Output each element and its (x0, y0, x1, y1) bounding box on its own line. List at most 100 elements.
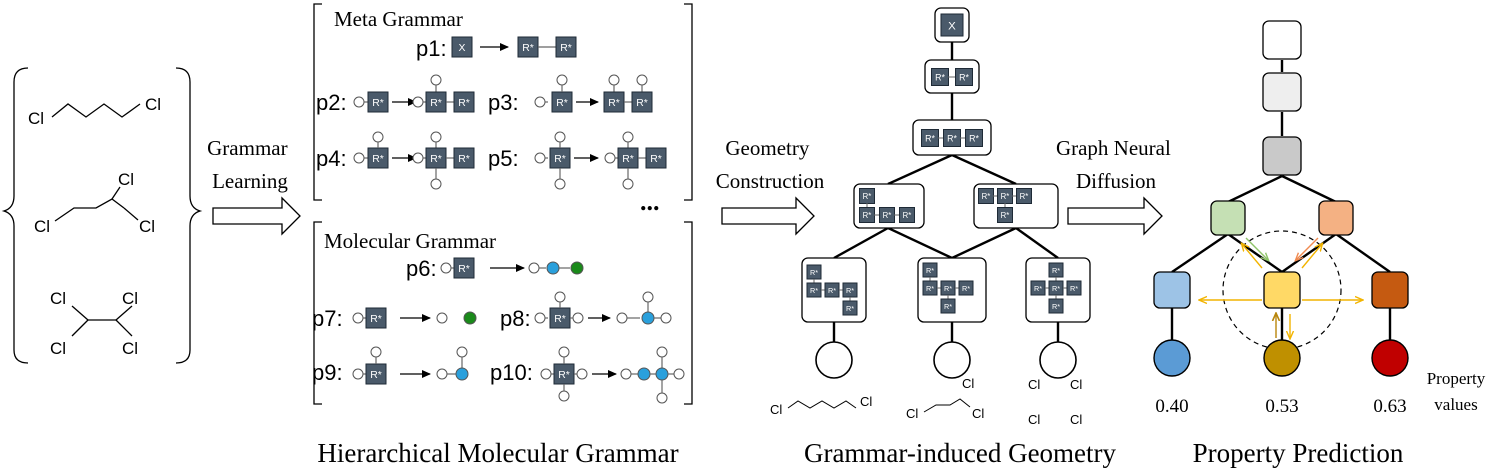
r-star-label: R* (810, 268, 818, 277)
atom-circle (572, 312, 584, 324)
molecule-3-bl-cl: Cl (50, 339, 66, 358)
r-star-label: R* (846, 286, 854, 295)
atom-circle (558, 346, 570, 358)
tree-edge (887, 226, 953, 260)
prediction-level1-node (1262, 72, 1302, 112)
r-star-label: R* (556, 98, 568, 109)
r-star-box (899, 207, 915, 223)
atom-circle (412, 152, 424, 164)
property-values-caption-line1: Property (1427, 369, 1486, 388)
prediction-leaf-3 (1371, 339, 1409, 377)
molecule-3: Cl Cl Cl Cl (50, 289, 138, 358)
r-star-label: R* (944, 284, 952, 293)
r-star-label: R* (944, 302, 952, 311)
atom-circle (370, 346, 382, 358)
atom-circle (534, 152, 546, 164)
prediction-leaf-1 (1153, 339, 1191, 377)
atom-circle (412, 96, 424, 108)
tree-edge (833, 226, 889, 260)
atom-circle (372, 131, 384, 143)
atom-circle (430, 131, 442, 143)
more-rules-ellipsis: ... (640, 187, 660, 216)
atom-circle (436, 312, 448, 324)
atom-circle (540, 368, 552, 380)
r-star-label: R* (430, 98, 442, 109)
molecule-1-right-cl: Cl (145, 95, 161, 114)
leaf-molecule-1-left-cl: Cl (770, 402, 782, 417)
leaf-molecule-3-tr-cl: Cl (1070, 377, 1082, 392)
atom-circle (637, 367, 651, 381)
r-star-label: R* (372, 154, 384, 165)
r-star-label: R* (863, 192, 872, 201)
molecule-2: Cl Cl Cl (34, 170, 155, 236)
r-star-label: R* (903, 211, 912, 220)
r-star-label: X (948, 20, 956, 32)
geometry-construction-arrow: Geometry Construction (716, 136, 825, 236)
r-star-box (1066, 280, 1082, 296)
r-star-label: R* (522, 43, 534, 54)
r-star-box (940, 298, 956, 314)
r-star-label: R* (969, 133, 979, 143)
leaf-molecule-2-right-cl: Cl (972, 406, 984, 421)
property-values-caption-line2: values (1434, 395, 1477, 414)
tree-edge (1015, 227, 1059, 259)
molecule-1-left-cl: Cl (28, 109, 44, 128)
molecule-2-right-cl: Cl (139, 217, 155, 236)
r-star-box (453, 257, 475, 279)
r-star-label: R* (370, 370, 382, 381)
atom-circle (656, 346, 668, 358)
r-star-label: R* (1052, 266, 1060, 275)
atom-circle (556, 74, 568, 86)
atom-circle (655, 367, 669, 381)
prediction-level3-right-node (1318, 200, 1354, 236)
leaf-molecule-3-br-cl: Cl (1070, 412, 1082, 427)
caption-hierarchical-grammar: Hierarchical Molecular Grammar (317, 438, 678, 468)
leaf-molecule-2-left-cl: Cl (906, 406, 918, 421)
property-value-3: 0.63 (1373, 396, 1406, 417)
r-star-label: R* (828, 286, 836, 295)
leaf-molecule-2-top-cl: Cl (962, 376, 974, 391)
geometry-leaf-2 (933, 341, 971, 379)
r-star-box (997, 207, 1013, 223)
r-star-label: R* (1034, 284, 1042, 293)
tree-edge (1227, 233, 1283, 273)
atom-circle (554, 178, 566, 190)
tree-edge (1281, 174, 1337, 204)
left-brace (1, 67, 29, 364)
atom-circle (673, 368, 685, 380)
atom-circle (656, 392, 668, 404)
r-star-label: R* (982, 192, 991, 201)
prediction-level4-left-node (1153, 271, 1191, 309)
atom-circle (456, 346, 468, 358)
atom-circle (604, 152, 616, 164)
atom-circle (534, 312, 546, 324)
atom-circle (352, 312, 364, 324)
molecule-3-br-cl: Cl (122, 339, 138, 358)
r-star-label: R* (554, 154, 566, 165)
leaf-molecule-1-right-cl: Cl (860, 394, 872, 409)
atom-circle (430, 178, 442, 190)
input-molecules: Cl Cl Cl Cl Cl Cl Cl Cl Cl (1, 67, 203, 364)
atom-circle (642, 291, 654, 303)
atom-circle (636, 74, 648, 86)
atom-circle (463, 311, 477, 325)
r-star-box (453, 147, 475, 169)
rule-label: p3: (488, 90, 519, 115)
rule-label: p6: (406, 256, 437, 281)
rule-label: p5: (488, 146, 519, 171)
grammar-learning-label: Grammar Learning (207, 136, 293, 193)
atom-circle (622, 131, 634, 143)
prediction-leaf-2 (1263, 339, 1301, 377)
r-star-label: R* (458, 264, 470, 275)
atom-circle (528, 262, 540, 274)
r-star-label: R* (883, 211, 892, 220)
tree-edge (1227, 174, 1283, 204)
bond-line (1064, 402, 1070, 412)
rule-label: p7: (312, 306, 343, 331)
molecular-grammar-panel: Molecular Grammar p6:R*p7:R*p8:R*p9:R*p1… (312, 221, 693, 405)
r-star-box (940, 13, 964, 37)
molecular-grammar-title: Molecular Grammar (324, 229, 496, 253)
rule-label: p2: (316, 90, 347, 115)
atom-circle (616, 312, 628, 324)
